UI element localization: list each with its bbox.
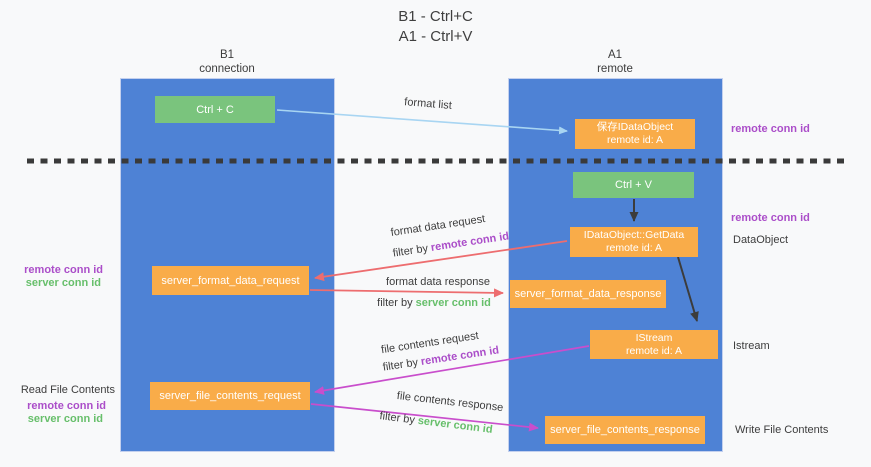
diagram-title: B1 - Ctrl+C A1 - Ctrl+V (0, 7, 871, 47)
server-conn-id-key: server conn id (415, 297, 491, 309)
getdata-line1: IDataObject::GetData (583, 229, 685, 241)
idataobject-getdata-box: IDataObject::GetData remote id: A (570, 227, 698, 257)
save-idataobject-box: 保存IDataObject remote id: A (575, 119, 695, 149)
format-list-label: format list (403, 96, 453, 112)
actor-a1-header: A1 remote (550, 48, 680, 76)
read-file-contents-label: Read File Contents (20, 384, 115, 396)
remote-conn-id-label-left-top: remote conn id (24, 264, 103, 276)
filter-by-text: filter by (378, 410, 419, 427)
filter-by-text: filter by (391, 242, 432, 260)
actor-b1-role: connection (199, 63, 255, 75)
server-conn-id-label-left-top: server conn id (25, 277, 101, 289)
istream-box: IStream remote id: A (590, 330, 718, 359)
remote-conn-id-key: remote conn id (430, 230, 510, 254)
server-format-data-response-box: server_format_data_response (510, 280, 666, 308)
format-data-response-filter-label: filter by server conn id (373, 297, 495, 310)
ctrl-c-box: Ctrl + C (155, 96, 275, 123)
server-format-data-request-label: server_format_data_request (161, 274, 300, 287)
ctrl-c-label: Ctrl + C (196, 103, 234, 116)
file-contents-response-label: file contents response (396, 389, 504, 415)
actor-b1-name: B1 (219, 49, 235, 61)
file-contents-response-filter-label: filter by server conn id (373, 409, 500, 437)
title-line-1: B1 - Ctrl+C (398, 8, 473, 25)
remote-conn-id-label-left-bottom: remote conn id (27, 400, 106, 412)
getdata-line2: remote id: A (605, 242, 663, 254)
actor-a1-name: A1 (607, 49, 623, 61)
ctrl-v-box: Ctrl + V (573, 172, 694, 198)
save-idataobject-line2: remote id: A (606, 134, 664, 146)
istream-line2: remote id: A (625, 344, 683, 357)
format-request-to-response-arrow (309, 288, 504, 298)
istream-side-label: Istream (733, 340, 770, 352)
ctrl-v-label: Ctrl + V (615, 179, 652, 191)
server-format-data-request-box: server_format_data_request (152, 266, 309, 295)
server-file-contents-response-label: server_file_contents_response (550, 424, 700, 436)
format-data-response-label: format data response (386, 276, 490, 288)
server-conn-id-key: server conn id (417, 414, 494, 436)
write-file-contents-label: Write File Contents (735, 424, 829, 436)
server-conn-id-label-left-bottom: server conn id (27, 413, 103, 425)
remote-conn-id-label-right-mid: remote conn id (731, 212, 810, 224)
server-format-data-response-label: server_format_data_response (514, 288, 662, 300)
filter-by-text: filter by (381, 356, 422, 374)
title-line-2: A1 - Ctrl+V (398, 28, 473, 45)
server-file-contents-request-box: server_file_contents_request (150, 382, 310, 410)
actor-b1-header: B1 connection (162, 48, 292, 76)
server-file-contents-request-label: server_file_contents_request (159, 390, 301, 402)
remote-conn-id-label-right-top: remote conn id (731, 123, 810, 135)
actor-a1-role: remote (597, 63, 633, 75)
dataobject-label: DataObject (733, 234, 789, 246)
filter-by-text: filter by (377, 297, 416, 309)
istream-line1: IStream (635, 331, 673, 344)
server-file-contents-response-box: server_file_contents_response (545, 416, 705, 444)
save-idataobject-line1: 保存IDataObject (596, 121, 674, 133)
